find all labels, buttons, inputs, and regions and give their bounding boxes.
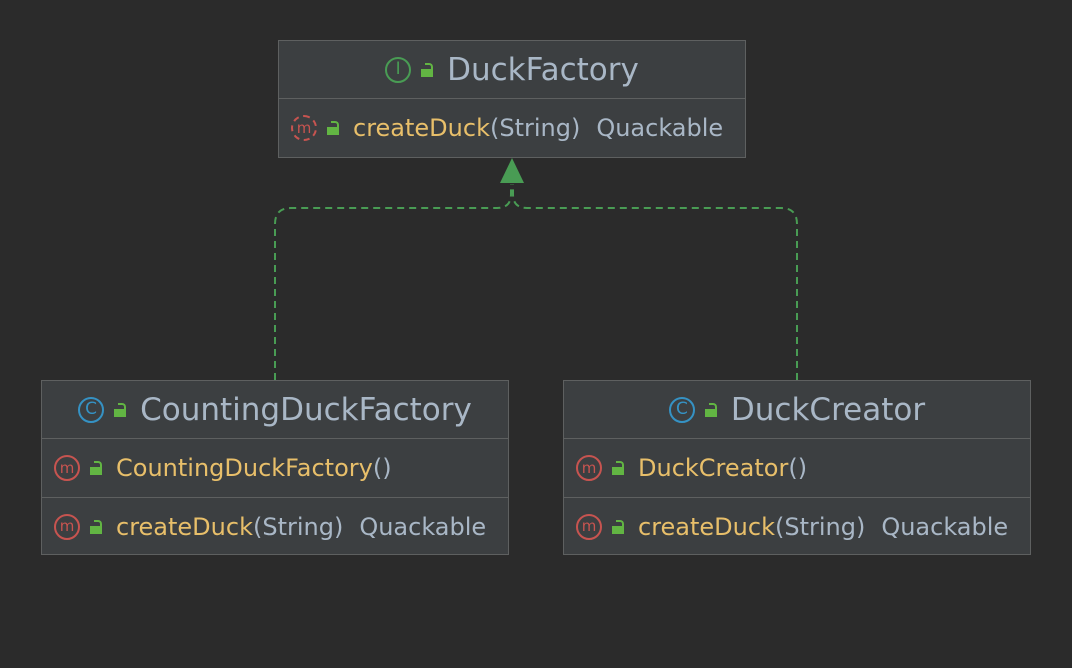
public-lock-icon bbox=[421, 62, 434, 77]
countingduckfactory-node[interactable]: C CountingDuckFactory m CountingDuckFact… bbox=[41, 380, 509, 555]
interface-icon: I bbox=[385, 56, 412, 83]
method-return-type: Quackable bbox=[881, 512, 1009, 541]
duckfactory-node[interactable]: I DuckFactory m createDuck(String) Quack… bbox=[278, 40, 746, 158]
method-params: (String) bbox=[774, 512, 866, 541]
public-lock-icon bbox=[90, 461, 102, 475]
duckfactory-header: I DuckFactory bbox=[279, 41, 745, 99]
method-name: createDuck bbox=[353, 114, 490, 142]
constructor-name: DuckCreator bbox=[638, 454, 789, 482]
duckcreator-title: DuckCreator bbox=[730, 391, 926, 428]
edge-duckcreator-to-duckfactory bbox=[512, 184, 798, 380]
abstract-method-icon: m bbox=[291, 115, 317, 141]
method-return-type: Quackable bbox=[596, 114, 724, 142]
public-lock-icon bbox=[612, 519, 624, 534]
duckfactory-member-createduck[interactable]: m createDuck(String) Quackable bbox=[279, 99, 745, 157]
method-icon: m bbox=[54, 455, 80, 481]
countingduckfactory-header: C CountingDuckFactory bbox=[42, 381, 508, 439]
countingduckfactory-member-createduck[interactable]: m createDuck(String) Quackable bbox=[42, 497, 508, 555]
constructor-params: () bbox=[788, 454, 808, 482]
countingduckfactory-title: CountingDuckFactory bbox=[140, 391, 472, 428]
method-name: createDuck bbox=[116, 512, 253, 541]
duckcreator-member-createduck[interactable]: m createDuck(String) Quackable bbox=[564, 497, 1030, 555]
public-lock-icon bbox=[327, 121, 339, 135]
constructor-params: () bbox=[372, 454, 392, 482]
countingduckfactory-member-constructor[interactable]: m CountingDuckFactory () bbox=[42, 439, 508, 497]
public-lock-icon bbox=[90, 519, 102, 534]
method-icon: m bbox=[576, 455, 602, 481]
realization-arrowhead bbox=[500, 158, 524, 183]
method-return-type: Quackable bbox=[359, 512, 487, 541]
method-icon: m bbox=[54, 513, 80, 540]
duckcreator-header: C DuckCreator bbox=[564, 381, 1030, 439]
class-icon: C bbox=[78, 396, 105, 423]
constructor-name: CountingDuckFactory bbox=[116, 454, 373, 482]
method-params: (String) bbox=[489, 114, 581, 142]
class-icon: C bbox=[668, 396, 695, 423]
duckcreator-node[interactable]: C DuckCreator m DuckCreator() m createDu… bbox=[563, 380, 1031, 555]
method-params: (String) bbox=[252, 512, 344, 541]
public-lock-icon bbox=[704, 402, 717, 417]
method-icon: m bbox=[576, 513, 602, 540]
public-lock-icon bbox=[612, 461, 624, 475]
edge-countingduckfactory-to-duckfactory bbox=[274, 184, 512, 380]
duckfactory-title: DuckFactory bbox=[447, 51, 639, 88]
duckcreator-member-constructor[interactable]: m DuckCreator() bbox=[564, 439, 1030, 497]
public-lock-icon bbox=[114, 402, 127, 417]
method-name: createDuck bbox=[638, 512, 775, 541]
